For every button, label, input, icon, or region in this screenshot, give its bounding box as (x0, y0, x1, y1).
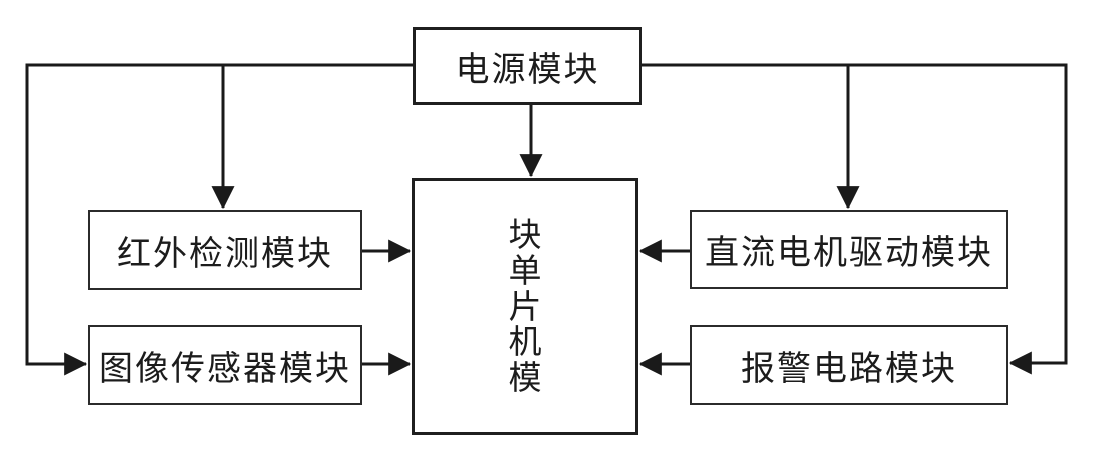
dc-motor-driver-label: 直流电机驱动模块 (705, 234, 993, 272)
power-module-box: 电源模块 (413, 27, 642, 105)
infrared-detection-box: 红外检测模块 (88, 210, 362, 290)
mcu-module-box: 块单片机模 (412, 178, 638, 435)
connector-power-to-alarm (642, 63, 1068, 375)
alarm-circuit-box: 报警电路模块 (690, 325, 1008, 405)
connector-power-to-image-sensor (25, 63, 413, 376)
power-module-label: 电源模块 (455, 50, 600, 89)
image-sensor-label: 图像传感器模块 (99, 349, 351, 388)
dc-motor-driver-box: 直流电机驱动模块 (690, 210, 1008, 289)
mcu-module-label: 块单片机模 (508, 216, 542, 396)
alarm-circuit-label: 报警电路模块 (741, 349, 957, 388)
image-sensor-box: 图像传感器模块 (88, 325, 362, 405)
infrared-detection-label: 红外检测模块 (117, 234, 333, 273)
